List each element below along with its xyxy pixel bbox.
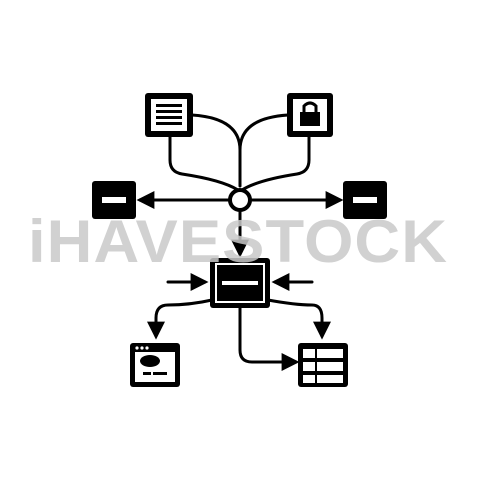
document-list-icon	[145, 93, 193, 137]
connector-central-stem	[238, 306, 300, 371]
left-panel-icon	[92, 181, 136, 219]
connector-lock-to-hub	[240, 135, 311, 192]
browser-window-icon	[130, 343, 180, 387]
lock-icon	[287, 93, 333, 137]
connector-document-stem	[190, 113, 242, 188]
connector-central-to-browser	[147, 298, 214, 340]
connector-lock-stem	[238, 113, 290, 152]
table-rows-icon	[298, 343, 348, 387]
watermark-text: iHAVESTOCK	[28, 208, 448, 275]
right-panel-icon	[343, 181, 387, 219]
hub-circle	[228, 188, 252, 212]
connector-central-to-table	[266, 298, 331, 340]
connectors	[136, 113, 344, 371]
connector-document-to-hub	[168, 135, 240, 192]
central-panel-icon	[210, 258, 270, 308]
